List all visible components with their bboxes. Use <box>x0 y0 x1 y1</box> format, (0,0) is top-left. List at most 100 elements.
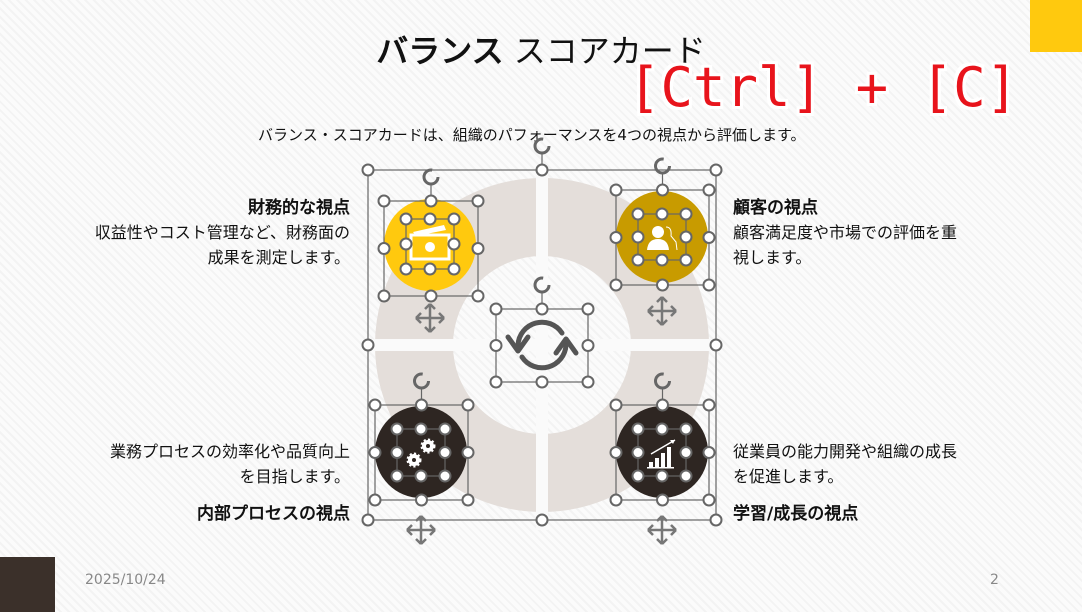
resize-handle[interactable] <box>390 446 404 459</box>
resize-handle[interactable] <box>361 513 375 527</box>
resize-handle[interactable] <box>447 237 461 251</box>
resize-handle[interactable] <box>609 183 623 197</box>
rotate-handle-icon[interactable] <box>533 276 551 294</box>
resize-handle[interactable] <box>631 207 645 221</box>
resize-handle[interactable] <box>609 398 623 412</box>
resize-handle[interactable] <box>702 183 716 197</box>
resize-handle[interactable] <box>415 398 428 412</box>
resize-handle[interactable] <box>424 289 438 303</box>
resize-handle[interactable] <box>461 446 475 459</box>
resize-handle[interactable] <box>390 422 404 436</box>
resize-handle[interactable] <box>377 194 391 208</box>
resize-handle[interactable] <box>438 422 452 436</box>
resize-handle[interactable] <box>631 230 645 244</box>
rotate-handle-icon[interactable] <box>654 372 671 390</box>
resize-handle[interactable] <box>702 231 716 244</box>
resize-handle[interactable] <box>631 446 645 459</box>
resize-handle[interactable] <box>361 338 375 352</box>
slide-title[interactable]: バランス スコアカード <box>0 26 1082 72</box>
resize-handle[interactable] <box>655 422 669 436</box>
resize-handle[interactable] <box>609 278 623 292</box>
quadrant-circle-process[interactable] <box>375 406 467 498</box>
resize-handle[interactable] <box>581 339 595 352</box>
resize-handle[interactable] <box>361 163 375 177</box>
resize-handle[interactable] <box>655 207 669 221</box>
resize-handle[interactable] <box>447 212 461 226</box>
resize-handle[interactable] <box>709 338 723 352</box>
move-handle-icon[interactable] <box>406 515 436 545</box>
rotate-handle-icon[interactable] <box>533 137 551 155</box>
rotate-handle-icon[interactable] <box>654 157 671 175</box>
selection-handles[interactable] <box>361 137 723 545</box>
resize-handle[interactable] <box>702 446 716 459</box>
resize-handle[interactable] <box>702 398 716 412</box>
resize-handle[interactable] <box>423 212 437 226</box>
slide-subtitle[interactable]: バランス・スコアカードは、組織のパフォーマンスを4つの視点から評価します。 <box>258 126 806 144</box>
resize-handle[interactable] <box>368 493 382 507</box>
resize-handle[interactable] <box>471 242 485 255</box>
resize-handle[interactable] <box>471 194 485 208</box>
resize-handle[interactable] <box>368 398 382 412</box>
resize-handle[interactable] <box>438 446 452 459</box>
resize-handle[interactable] <box>423 262 437 276</box>
resize-handle[interactable] <box>679 230 693 244</box>
resize-handle[interactable] <box>581 302 595 316</box>
title-rest: スコアカード <box>503 32 706 70</box>
resize-handle[interactable] <box>399 262 413 276</box>
rotate-handle-icon[interactable] <box>422 168 440 186</box>
ring <box>368 170 716 530</box>
resize-handle[interactable] <box>368 446 382 459</box>
resize-handle[interactable] <box>656 278 669 292</box>
resize-handle[interactable] <box>471 289 485 303</box>
resize-handle[interactable] <box>461 493 475 507</box>
resize-handle[interactable] <box>709 513 723 527</box>
rotate-handle-icon[interactable] <box>413 372 430 390</box>
resize-handle[interactable] <box>679 469 693 483</box>
resize-handle[interactable] <box>655 253 669 267</box>
move-handle-icon[interactable] <box>647 515 677 545</box>
resize-handle[interactable] <box>631 469 645 483</box>
resize-handle[interactable] <box>489 302 503 316</box>
resize-handle[interactable] <box>609 446 623 459</box>
resize-handle[interactable] <box>489 339 503 352</box>
resize-handle[interactable] <box>631 422 645 436</box>
resize-handle[interactable] <box>399 212 413 226</box>
move-handle-icon[interactable] <box>415 303 445 333</box>
move-handle-icon[interactable] <box>647 296 677 326</box>
resize-handle[interactable] <box>489 375 503 389</box>
resize-handle[interactable] <box>461 398 475 412</box>
resize-handle[interactable] <box>679 446 693 459</box>
quadrant-circle-customer[interactable] <box>616 191 708 283</box>
resize-handle[interactable] <box>535 163 549 177</box>
resize-handle[interactable] <box>390 469 404 483</box>
resize-handle[interactable] <box>377 242 391 255</box>
resize-handle[interactable] <box>656 183 669 197</box>
quadrant-circle-growth[interactable] <box>616 406 708 498</box>
resize-handle[interactable] <box>424 194 438 208</box>
resize-handle[interactable] <box>679 253 693 267</box>
resize-handle[interactable] <box>656 493 669 507</box>
resize-handle[interactable] <box>709 163 723 177</box>
resize-handle[interactable] <box>702 493 716 507</box>
resize-handle[interactable] <box>609 231 623 244</box>
resize-handle[interactable] <box>399 237 413 251</box>
resize-handle[interactable] <box>535 302 549 316</box>
resize-handle[interactable] <box>415 493 428 507</box>
resize-handle[interactable] <box>535 513 549 527</box>
resize-handle[interactable] <box>631 253 645 267</box>
resize-handle[interactable] <box>609 493 623 507</box>
resize-handle[interactable] <box>656 398 669 412</box>
resize-handle[interactable] <box>377 289 391 303</box>
resize-handle[interactable] <box>447 262 461 276</box>
resize-handle[interactable] <box>702 278 716 292</box>
resize-handle[interactable] <box>679 207 693 221</box>
resize-handle[interactable] <box>414 469 428 483</box>
resize-handle[interactable] <box>438 469 452 483</box>
resize-handle[interactable] <box>414 422 428 436</box>
resize-handle[interactable] <box>535 375 549 389</box>
resize-handle[interactable] <box>581 375 595 389</box>
resize-handle[interactable] <box>679 422 693 436</box>
resize-handle[interactable] <box>655 469 669 483</box>
